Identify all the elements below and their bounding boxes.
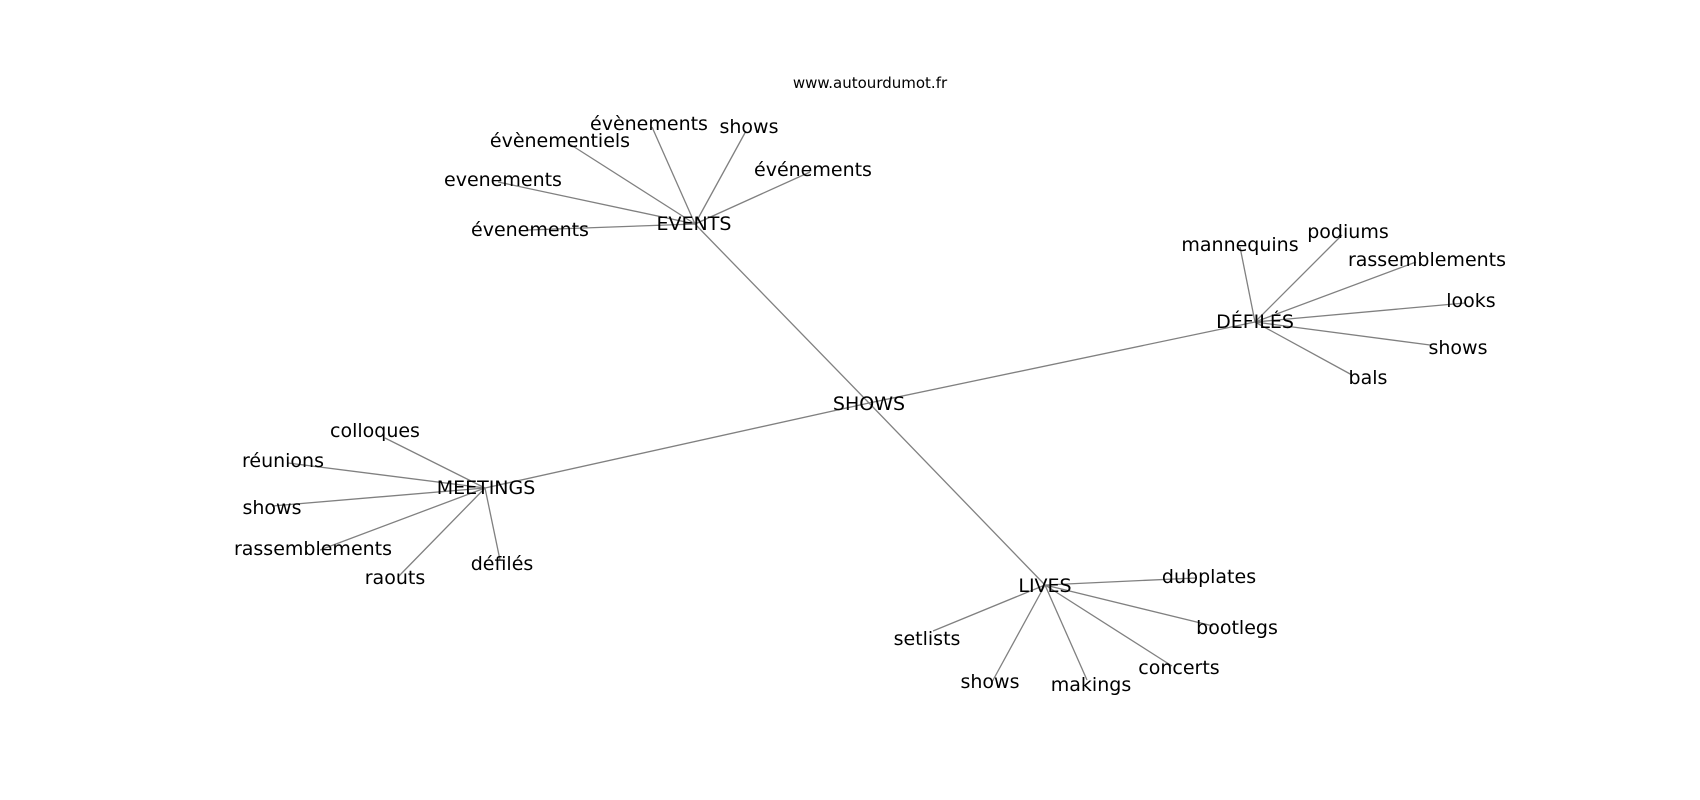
leaf-edge (271, 487, 486, 507)
leaf-node-label: colloques (330, 420, 420, 442)
leaf-edge (932, 584, 1046, 632)
branch-node-label: DÉFILÉS (1216, 310, 1294, 333)
leaf-node-label: concerts (1138, 657, 1219, 679)
leaf-node-label: rassemblements (1348, 249, 1506, 271)
leaf-edge (484, 487, 501, 561)
leaf-edge (1044, 584, 1088, 681)
leaf-node-label: dubplates (1162, 566, 1256, 588)
leaf-edge (497, 181, 696, 225)
graph-labels: www.autourdumot.fr SHOWS évènements shows… (234, 74, 1506, 696)
leaf-edge (527, 223, 696, 231)
leaf-node-label: shows (719, 116, 778, 138)
leaf-node-label: setlists (894, 628, 961, 650)
leaf-node-label: évenements (471, 219, 589, 241)
leaf-node-label: podiums (1307, 221, 1388, 243)
leaf-node-label: réunions (242, 450, 324, 472)
leaf-edge (397, 487, 486, 578)
leaf-node-label: shows (1428, 337, 1487, 359)
leaf-node-label: évènements (590, 113, 708, 135)
leaf-edge (694, 130, 747, 225)
leaf-node-label: bootlegs (1196, 617, 1278, 639)
leaf-edge (1044, 584, 1173, 667)
leaf-node-label: mannequins (1181, 234, 1298, 256)
leaf-edge (651, 126, 696, 225)
branch-node-label: MEETINGS (437, 477, 536, 499)
leaf-edge (1254, 321, 1353, 376)
branch-node-label: LIVES (1018, 575, 1071, 597)
leaf-node-label: shows (242, 497, 301, 519)
leaf-edge (1044, 584, 1214, 627)
leaf-edge (287, 462, 486, 489)
leaf-node-label: événements (754, 159, 872, 181)
watermark-text: www.autourdumot.fr (793, 74, 948, 92)
leaf-node-label: evenements (444, 169, 562, 191)
branch-edge (484, 402, 870, 489)
leaf-node-label: rassemblements (234, 538, 392, 560)
leaf-edge (1239, 246, 1256, 323)
graph-edges (271, 126, 1466, 683)
branch-node-label: EVENTS (657, 213, 732, 235)
leaf-node-label: raouts (365, 567, 425, 589)
leaf-node-label: évènementiels (490, 130, 630, 152)
leaf-node-label: looks (1446, 290, 1495, 312)
leaf-edge (1044, 577, 1197, 586)
leaf-node-label: bals (1349, 367, 1388, 389)
leaf-edge (319, 487, 486, 551)
leaf-edge (1254, 321, 1431, 346)
leaf-edge (384, 437, 486, 489)
leaf-edge (567, 142, 696, 225)
leaf-edge (1254, 261, 1417, 323)
leaf-node-label: défilés (471, 553, 534, 575)
branch-edge (868, 321, 1256, 404)
leaf-node-label: shows (960, 671, 1019, 693)
leaf-edge (991, 584, 1046, 683)
branch-edge (694, 223, 870, 404)
leaf-edge (694, 171, 811, 225)
leaf-edge (1254, 302, 1466, 323)
leaf-edge (1254, 234, 1343, 323)
leaf-node-label: makings (1051, 674, 1131, 696)
root-node-label: SHOWS (833, 393, 905, 415)
branch-edge (868, 402, 1046, 586)
